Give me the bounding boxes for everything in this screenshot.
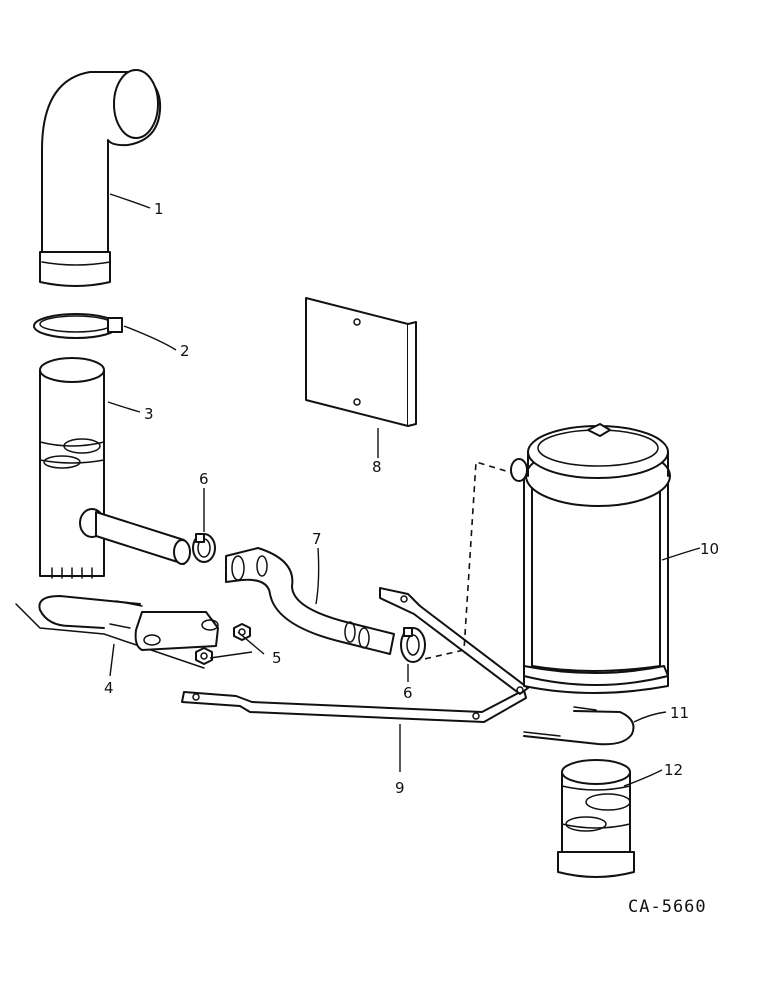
callout-4: 4: [104, 679, 114, 697]
callout-2: 2: [180, 342, 190, 360]
reference-code: CA-5660: [628, 897, 707, 917]
part-7-connector-tube: [225, 547, 395, 655]
callout-5: 5: [272, 649, 282, 667]
callout-6-upper: 6: [199, 470, 209, 488]
part-6-hose-clamp-upper: [192, 533, 216, 563]
callout-9: 9: [395, 779, 405, 797]
leader-lines: [107, 193, 701, 787]
callout-11: 11: [670, 704, 689, 722]
part-4-u-bolt-bracket: [15, 595, 219, 669]
part-1-exhaust-elbow: [39, 69, 162, 287]
callout-8: 8: [372, 458, 382, 476]
part-9-support-bracket: [181, 587, 529, 723]
callout-12: 12: [664, 761, 683, 779]
part-6-hose-clamp-lower: [400, 627, 426, 663]
callout-10: 10: [700, 540, 719, 558]
part-2-clamp: [33, 313, 123, 339]
part-8-mounting-plate: [305, 297, 417, 427]
part-12-short-pipe: [557, 759, 635, 878]
part-10-muffler: [510, 423, 671, 694]
callout-6-lower: 6: [403, 684, 413, 702]
callout-1: 1: [154, 200, 164, 218]
part-3-pipe: [39, 357, 191, 579]
part-11-u-bolt: [523, 706, 635, 746]
hidden-line: [419, 460, 517, 661]
callout-7: 7: [312, 530, 322, 548]
callout-3: 3: [144, 405, 154, 423]
